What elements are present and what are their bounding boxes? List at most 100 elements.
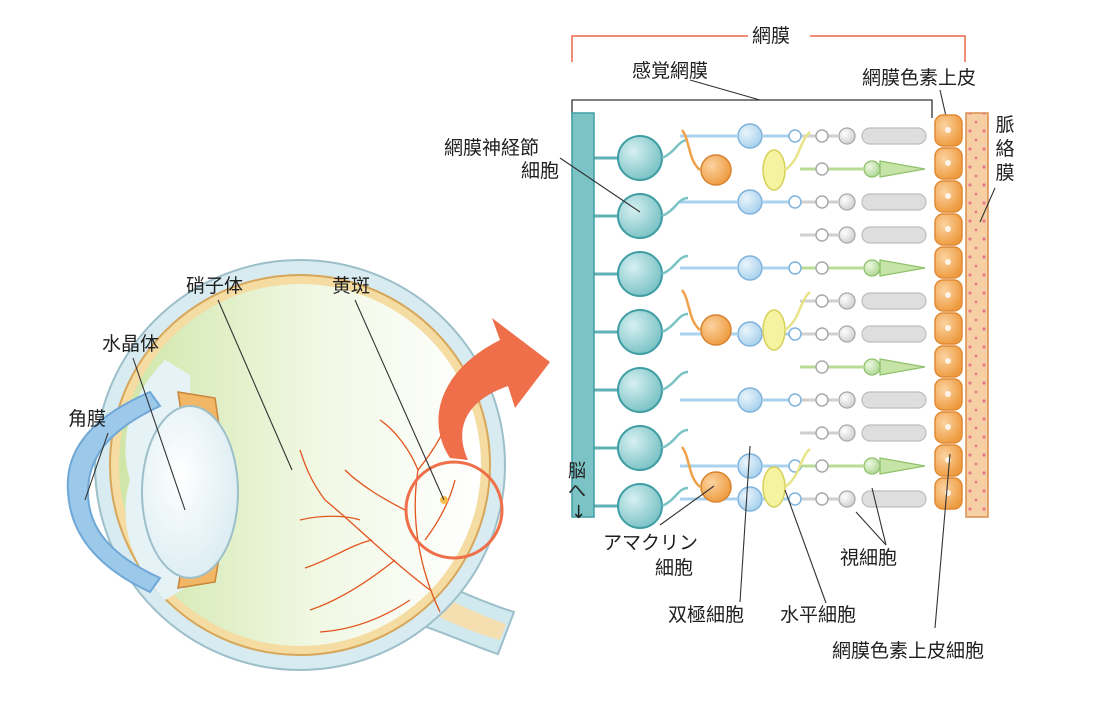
photoreceptor-terminal	[815, 393, 829, 407]
label-to-brain: 脳へ	[568, 461, 586, 502]
photoreceptor-terminal	[815, 129, 829, 143]
to-brain-arrow: ↓	[571, 502, 587, 523]
retina-bracket	[571, 35, 966, 62]
photoreceptor-terminal	[815, 459, 829, 473]
ganglion-dendrite	[661, 196, 689, 218]
ganglion-cell	[617, 425, 663, 471]
cone-cell-body	[863, 457, 881, 475]
amacrine-cell	[700, 314, 732, 346]
bipolar-cell	[737, 486, 763, 512]
rpe-cell-nucleus	[945, 325, 951, 331]
rpe-cell-nucleus	[945, 292, 951, 298]
bipolar-cell	[737, 189, 763, 215]
rod-outer-segment	[861, 424, 927, 442]
horizontal-process	[784, 291, 811, 332]
ganglion-dendrite	[661, 370, 689, 392]
bipolar-cell	[737, 123, 763, 149]
bipolar-cell	[737, 453, 763, 479]
ganglion-dendrite	[661, 254, 689, 276]
callout-arrow	[438, 318, 550, 460]
bipolar-terminal	[788, 129, 802, 143]
label-rpe: 網膜色素上皮	[862, 67, 977, 89]
rod-cell-body	[838, 193, 856, 211]
rod-cell-body	[838, 127, 856, 145]
label-amacrine-2: 細胞	[655, 557, 694, 579]
cornea	[66, 390, 162, 594]
bipolar-cell	[737, 387, 763, 413]
rpe-cell-nucleus	[945, 259, 951, 265]
photoreceptor-terminal	[815, 327, 829, 341]
rpe-cell-nucleus	[945, 391, 951, 397]
label-amacrine-1: アマクリン	[603, 532, 699, 554]
bipolar-cell	[737, 321, 763, 347]
cone-cell-body	[863, 358, 881, 376]
label-choroid: 脈絡膜	[995, 114, 1015, 184]
bipolar-cell	[737, 255, 763, 281]
cone-outer-segment	[879, 457, 926, 475]
amacrine-process	[680, 289, 701, 331]
callout-circle	[404, 460, 504, 560]
rod-outer-segment	[861, 391, 927, 409]
bipolar-terminal	[788, 261, 802, 275]
ganglion-dendrite	[661, 428, 689, 450]
label-cornea: 角膜	[68, 408, 107, 430]
retinal-vessels	[299, 419, 456, 633]
ganglion-cell	[617, 483, 663, 529]
rod-cell-body	[838, 391, 856, 409]
label-ganglion-cell-2: 細胞	[521, 160, 560, 182]
amacrine-process	[680, 129, 701, 171]
horizontal-cell	[762, 466, 786, 508]
cone-outer-segment	[879, 259, 926, 277]
photoreceptor-terminal	[815, 162, 829, 176]
rpe-cell-nucleus	[945, 490, 951, 496]
ganglion-dendrite	[661, 138, 689, 160]
ganglion-dendrite	[661, 312, 689, 334]
label-bipolar: 双極細胞	[668, 604, 745, 626]
label-retina: 網膜	[752, 25, 791, 47]
retina-cell-layers	[594, 114, 963, 529]
rod-outer-segment	[861, 127, 927, 145]
choroid-vessels	[966, 113, 988, 517]
rod-cell-body	[838, 226, 856, 244]
cone-outer-segment	[879, 358, 926, 376]
amacrine-cell	[700, 471, 732, 503]
optic-nerve-fiber-layer	[571, 112, 595, 518]
label-ganglion-cell-1: 網膜神経節	[444, 137, 540, 159]
horizontal-cell	[762, 309, 786, 351]
rod-outer-segment	[861, 490, 927, 508]
label-vitreous: 硝子体	[186, 275, 244, 297]
ganglion-cell	[617, 251, 663, 297]
rod-outer-segment	[861, 292, 927, 310]
cone-outer-segment	[879, 160, 926, 178]
label-horizontal: 水平細胞	[780, 604, 857, 626]
amacrine-process	[680, 446, 701, 488]
ganglion-cell	[617, 367, 663, 413]
sensory-retina-bracket	[571, 99, 933, 118]
rpe-cell-nucleus	[945, 127, 951, 133]
bipolar-terminal	[788, 492, 802, 506]
rod-cell-body	[838, 292, 856, 310]
horizontal-cell	[762, 149, 786, 191]
rpe-cell-nucleus	[945, 424, 951, 430]
horizontal-process	[784, 131, 811, 172]
bipolar-terminal	[788, 327, 802, 341]
label-lens: 水晶体	[102, 333, 160, 355]
photoreceptor-terminal	[815, 360, 829, 374]
ganglion-cell	[617, 193, 663, 239]
bipolar-terminal	[788, 393, 802, 407]
ganglion-cell	[617, 309, 663, 355]
crystalline-lens	[141, 405, 239, 579]
photoreceptor-terminal	[815, 195, 829, 209]
eyeball-cross-section	[66, 259, 516, 671]
photoreceptor-terminal	[815, 261, 829, 275]
rod-outer-segment	[861, 193, 927, 211]
label-rpe-cell: 網膜色素上皮細胞	[832, 640, 985, 662]
photoreceptor-terminal	[815, 426, 829, 440]
amacrine-cell	[700, 154, 732, 186]
bipolar-terminal	[788, 195, 802, 209]
label-macula: 黄斑	[332, 275, 371, 297]
rod-cell-body	[838, 424, 856, 442]
photoreceptor-terminal	[815, 492, 829, 506]
cone-cell-body	[863, 160, 881, 178]
